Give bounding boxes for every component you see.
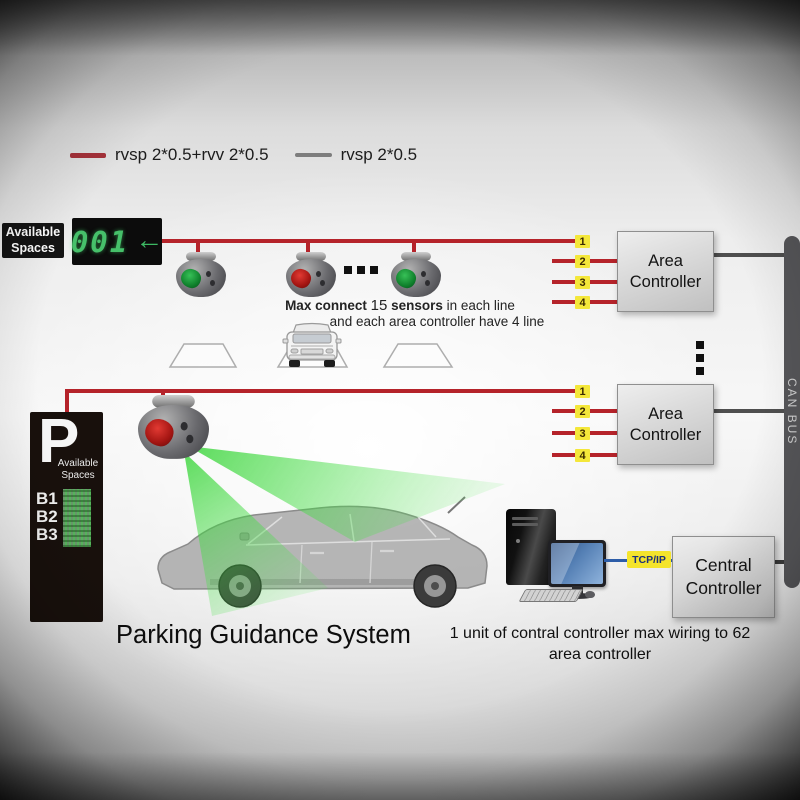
keyboard-icon [518,589,584,602]
parking-level-sign: P Available Spaces B1 B2 B3 [30,407,103,622]
ac1-terminal-3: 3 [575,276,590,289]
sensor-lens-dot [316,271,321,277]
area-controller-2-box: Area Controller [617,384,714,465]
ellipsis-dots-horizontal-icon [344,266,352,274]
sensor-lens-dot [425,280,430,286]
capacity-footnote: 1 unit of contral controller max wiring … [402,624,798,666]
controller-lines-note: and each area controller have 4 line [329,314,545,329]
count-display-sign: 001 ← [70,218,164,265]
ac2-canbus-wire [712,409,788,413]
guidance-sensor-icon [138,395,209,462]
note-part3: sensors [391,298,443,313]
legend-label-gray-cable: rvsp 2*0.5 [340,145,418,164]
can-bus-bar: CAN BUS [784,236,800,588]
suv-front-icon [282,322,342,367]
ac2-terminal-1: 1 [575,385,590,398]
sensor-lens-dot [210,280,215,286]
area-controller-1-label: Area Controller [629,251,702,291]
legend-gray-cable-swatch [294,153,332,157]
ac2-terminal-4: 4 [575,449,590,462]
ellipsis-dots-vertical-icon [696,354,704,362]
sensor-lens-dot [421,271,426,277]
parking-level-b2: B2 [36,507,58,527]
parking-sign-subtitle-line2: Spaces [61,470,95,481]
ellipsis-dots-horizontal-icon [370,266,378,274]
ultrasonic-sensor-red-icon [286,252,336,299]
parking-sign-subtitle-line1: Available [57,458,99,469]
parking-sign-subtitle: Available Spaces [56,458,100,482]
legend-label-red-cable: rvsp 2*0.5+rvv 2*0.5 [115,145,269,164]
ac1-terminal-1: 1 [575,235,590,248]
ac1-terminal-4: 4 [575,296,590,309]
sensor-lens-dot [206,271,211,277]
central-controller-label: Central Controller [685,555,762,598]
tcpip-badge: TCP/IP [627,551,671,568]
ellipsis-dots-vertical-icon [696,341,704,349]
parking-level-b1: B1 [36,489,58,508]
sensor-lens-dot [320,280,325,286]
area-controller-1-box: Area Controller [617,231,714,312]
sensor-line-2-wire [65,389,582,393]
parking-level-b3: B3 [36,525,58,545]
available-spaces-sign: Available Spaces [2,223,64,258]
area-controller-2-label: Area Controller [629,404,702,444]
sensor-capacity-note: Max connect 15 sensors in each line [250,297,550,314]
central-controller-box: Central Controller [672,536,775,618]
sensor-lens-dot [180,421,188,431]
note-part2: 15 [370,297,388,314]
note-part4: in each line [446,298,515,313]
ac1-canbus-wire [712,253,788,257]
ultrasonic-sensor-green-icon [176,252,226,299]
available-spaces-line2: Spaces [11,240,55,255]
ultrasonic-sensor-green-icon [391,252,441,299]
ac1-terminal-2: 2 [575,255,590,268]
legend-red-cable-swatch [70,152,106,158]
note-part1: Max connect [285,298,367,313]
monitor-screen [551,543,603,584]
legend: rvsp 2*0.5+rvv 2*0.5 rvsp 2*0.5 [70,144,417,166]
ellipsis-dots-horizontal-icon [357,266,365,274]
can-bus-label: CAN BUS [785,378,799,446]
sensor-line-1-wire [160,239,582,243]
ac2-terminal-2: 2 [575,405,590,418]
computer-monitor-icon [548,540,606,587]
ac2-terminal-3: 3 [575,427,590,440]
sensor-lens-dot [186,434,194,444]
parking-levels-led-panel [63,489,91,547]
left-arrow-icon: ← [135,224,164,255]
count-display-value: 001 [70,224,130,259]
parking-levels-list: B1 B2 B3 [36,489,58,545]
capacity-footnote-line2: area controller [548,645,652,663]
mouse-icon [585,591,595,598]
available-spaces-line1: Available [5,224,61,239]
ellipsis-dots-vertical-icon [696,367,704,375]
